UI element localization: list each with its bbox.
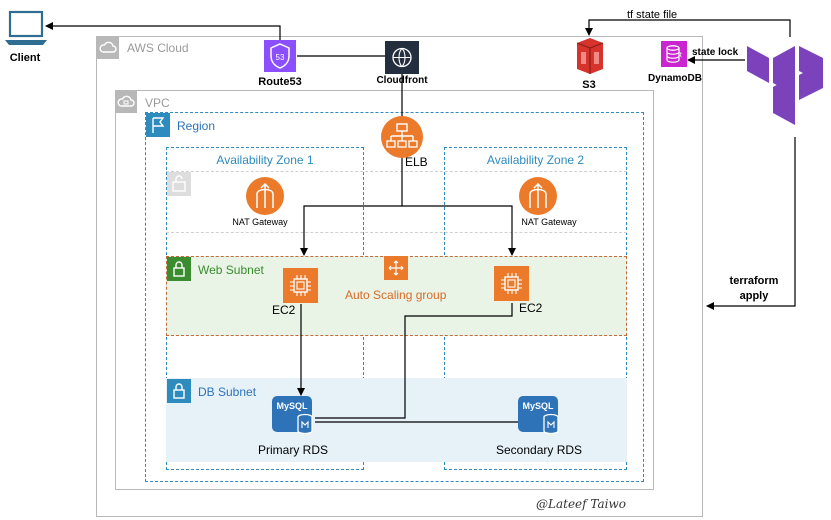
vpc-group-icon xyxy=(115,91,137,113)
vpc-group xyxy=(115,90,654,490)
auto-scaling-group-label: Auto Scaling group xyxy=(345,288,447,302)
db-subnet-label: DB Subnet xyxy=(198,385,257,399)
cloudfront-label: Cloudfront xyxy=(376,75,428,86)
nat-gateway-2-label: NAT Gateway xyxy=(521,217,577,227)
availability-zone-2-label: Availability Zone 2 xyxy=(486,153,585,167)
nat-gateway-1-label: NAT Gateway xyxy=(232,217,288,227)
availability-zone-1-label: Availability Zone 1 xyxy=(216,153,314,167)
cloudfront-icon xyxy=(385,41,419,74)
primary-rds-label: Primary RDS xyxy=(258,443,329,457)
aws-cloud-label: AWS Cloud xyxy=(127,41,189,55)
svg-text:MySQL: MySQL xyxy=(276,401,308,411)
ec2-2-label: EC2 xyxy=(519,301,543,315)
region-flag-icon xyxy=(146,113,170,137)
region-group xyxy=(145,112,644,482)
nat-gateway-2-icon xyxy=(518,176,558,216)
elb-icon xyxy=(380,115,424,159)
ec2-1-label: EC2 xyxy=(272,303,296,317)
svg-text:53: 53 xyxy=(276,53,285,62)
region-label: Region xyxy=(177,119,216,133)
web-subnet-lock-icon xyxy=(167,257,191,281)
dynamodb-icon xyxy=(661,41,687,67)
svg-text:MySQL: MySQL xyxy=(522,401,554,411)
s3-label: S3 xyxy=(582,79,596,91)
web-subnet-label: Web Subnet xyxy=(198,263,264,277)
secondary-rds-icon: MySQL xyxy=(518,396,562,436)
s3-bucket-icon xyxy=(573,37,607,75)
laptop-icon xyxy=(2,10,50,50)
terraform-apply-line-2: apply xyxy=(739,290,769,302)
dynamodb-label: DynamoDB xyxy=(648,73,702,84)
db-subnet-lock-icon xyxy=(167,379,191,403)
tf-state-file-label: tf state file xyxy=(627,9,678,21)
primary-rds-icon: MySQL xyxy=(272,396,316,436)
route53-icon: 53 xyxy=(264,40,296,72)
state-lock-label: state lock xyxy=(692,47,739,58)
auto-scaling-group-icon xyxy=(384,256,408,280)
secondary-rds-label: Secondary RDS xyxy=(496,443,583,457)
vpc-label: VPC xyxy=(145,96,170,110)
terraform-apply-line-1: terraform xyxy=(729,275,779,287)
aws-cloud-group-icon xyxy=(97,37,119,59)
ec2-1-icon xyxy=(283,268,318,303)
watermark-label: @Lateef Taiwo xyxy=(536,497,626,511)
terraform-apply-label: terraform apply xyxy=(714,274,794,304)
nat-gateway-1-icon xyxy=(245,176,285,216)
route53-label: Route53 xyxy=(258,76,302,88)
client-label: Client xyxy=(9,52,41,64)
elb-label: ELB xyxy=(405,155,428,169)
aws-cloud-group xyxy=(96,36,703,517)
ec2-2-icon xyxy=(494,266,529,301)
public-subnet-group xyxy=(166,171,627,233)
public-subnet-icon xyxy=(167,172,191,196)
terraform-logo-icon xyxy=(745,36,828,130)
